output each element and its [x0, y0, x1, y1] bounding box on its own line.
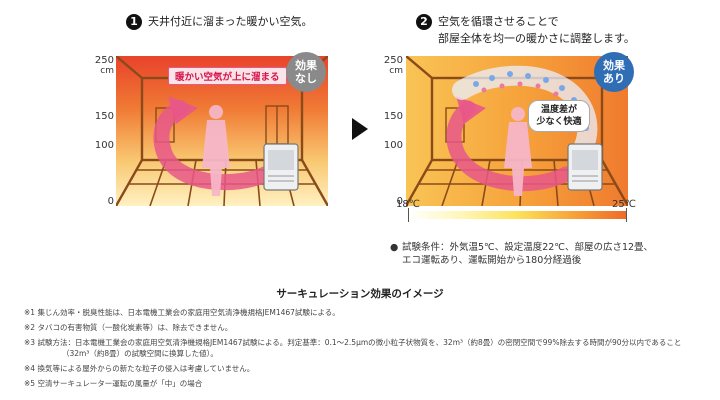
comfort-callout-line2: 少なく快適 — [536, 117, 582, 127]
comfort-callout-line1: 温度差が — [540, 105, 577, 115]
step-2-text-line2: 部屋全体を均一の暖かさに調整します。 — [438, 32, 635, 45]
warm-air-rises-banner: 暖かい空気が上に溜まる — [168, 67, 287, 85]
footnote-5: ※5 空清サーキュレーター運転の風量が「中」の場合 — [24, 379, 203, 388]
temp-scale-tick-min — [408, 208, 409, 222]
left-axis-label-250: 250 — [94, 55, 114, 66]
footnote-1: ※1 集じん効率・脱臭性能は、日本電機工業会の家庭用空気清浄機規格JEM1467… — [24, 308, 340, 317]
person-silhouette — [202, 105, 230, 196]
step-1-number: 1 — [126, 14, 142, 30]
right-axis-label-150: 150 — [383, 111, 403, 122]
figure-caption: サーキュレーション効果のイメージ — [276, 288, 444, 300]
temp-scale-max: 25℃ — [612, 199, 636, 210]
left-axis-unit: cm — [100, 66, 114, 76]
step-2-text-line1: 空気を循環させることで — [438, 15, 559, 28]
no-effect-badge: 効果 なし — [286, 52, 326, 92]
next-arrow-icon — [352, 118, 368, 140]
left-axis-label-0: 0 — [107, 196, 114, 207]
footnote-4: ※4 換気等による屋外からの新たな粒子の侵入は考慮していません。 — [24, 364, 255, 373]
comfort-callout: 温度差が 少なく快適 — [528, 100, 590, 132]
left-axis-label-150: 150 — [94, 111, 114, 122]
test-conditions-bullet: ● — [390, 242, 399, 253]
air-flow-arrow — [153, 100, 274, 191]
effect-badge-line1: 効果 — [603, 59, 625, 72]
footnote-2: ※2 タバコの有害物質（一酸化炭素等）は、除去できません。 — [24, 323, 233, 332]
footnote-3-continued: （32m³（約8畳）の試験空間に換算した値）。 — [62, 349, 218, 358]
air-flow-arrowhead — [456, 96, 486, 124]
right-axis-label-100: 100 — [383, 140, 403, 151]
person-silhouette — [504, 107, 532, 196]
effect-badge-line2: あり — [603, 72, 625, 85]
air-flow-arrowhead — [168, 96, 198, 124]
no-effect-badge-line2: なし — [295, 72, 317, 85]
temp-scale-tick-max — [626, 208, 627, 222]
effect-badge: 効果 あり — [594, 52, 634, 92]
step-2-number: 2 — [416, 14, 432, 30]
step-1-text: 天井付近に溜まった暖かい空気。 — [148, 15, 313, 28]
air-purifier-device — [263, 143, 299, 191]
air-purifier-device — [567, 143, 603, 191]
air-flow-arrow — [446, 100, 574, 192]
footnote-3: ※3 試験方法：日本電機工業会の家庭用空気清浄機規格JEM1467試験による。判… — [24, 338, 682, 347]
no-effect-badge-line1: 効果 — [295, 59, 317, 72]
right-axis-label-0: 0 — [396, 196, 403, 207]
temp-scale-min: 18℃ — [396, 199, 420, 210]
test-conditions-line2: エコ運転あり、運転開始から180分経過後 — [402, 255, 582, 266]
left-axis-label-100: 100 — [94, 140, 114, 151]
right-axis-unit: cm — [389, 66, 403, 76]
temp-gradient-bar — [408, 211, 626, 219]
right-axis-label-250: 250 — [383, 55, 403, 66]
test-conditions-line1: 試験条件：外気温5℃、設定温度22℃、部屋の広さ12畳、 — [402, 242, 654, 253]
